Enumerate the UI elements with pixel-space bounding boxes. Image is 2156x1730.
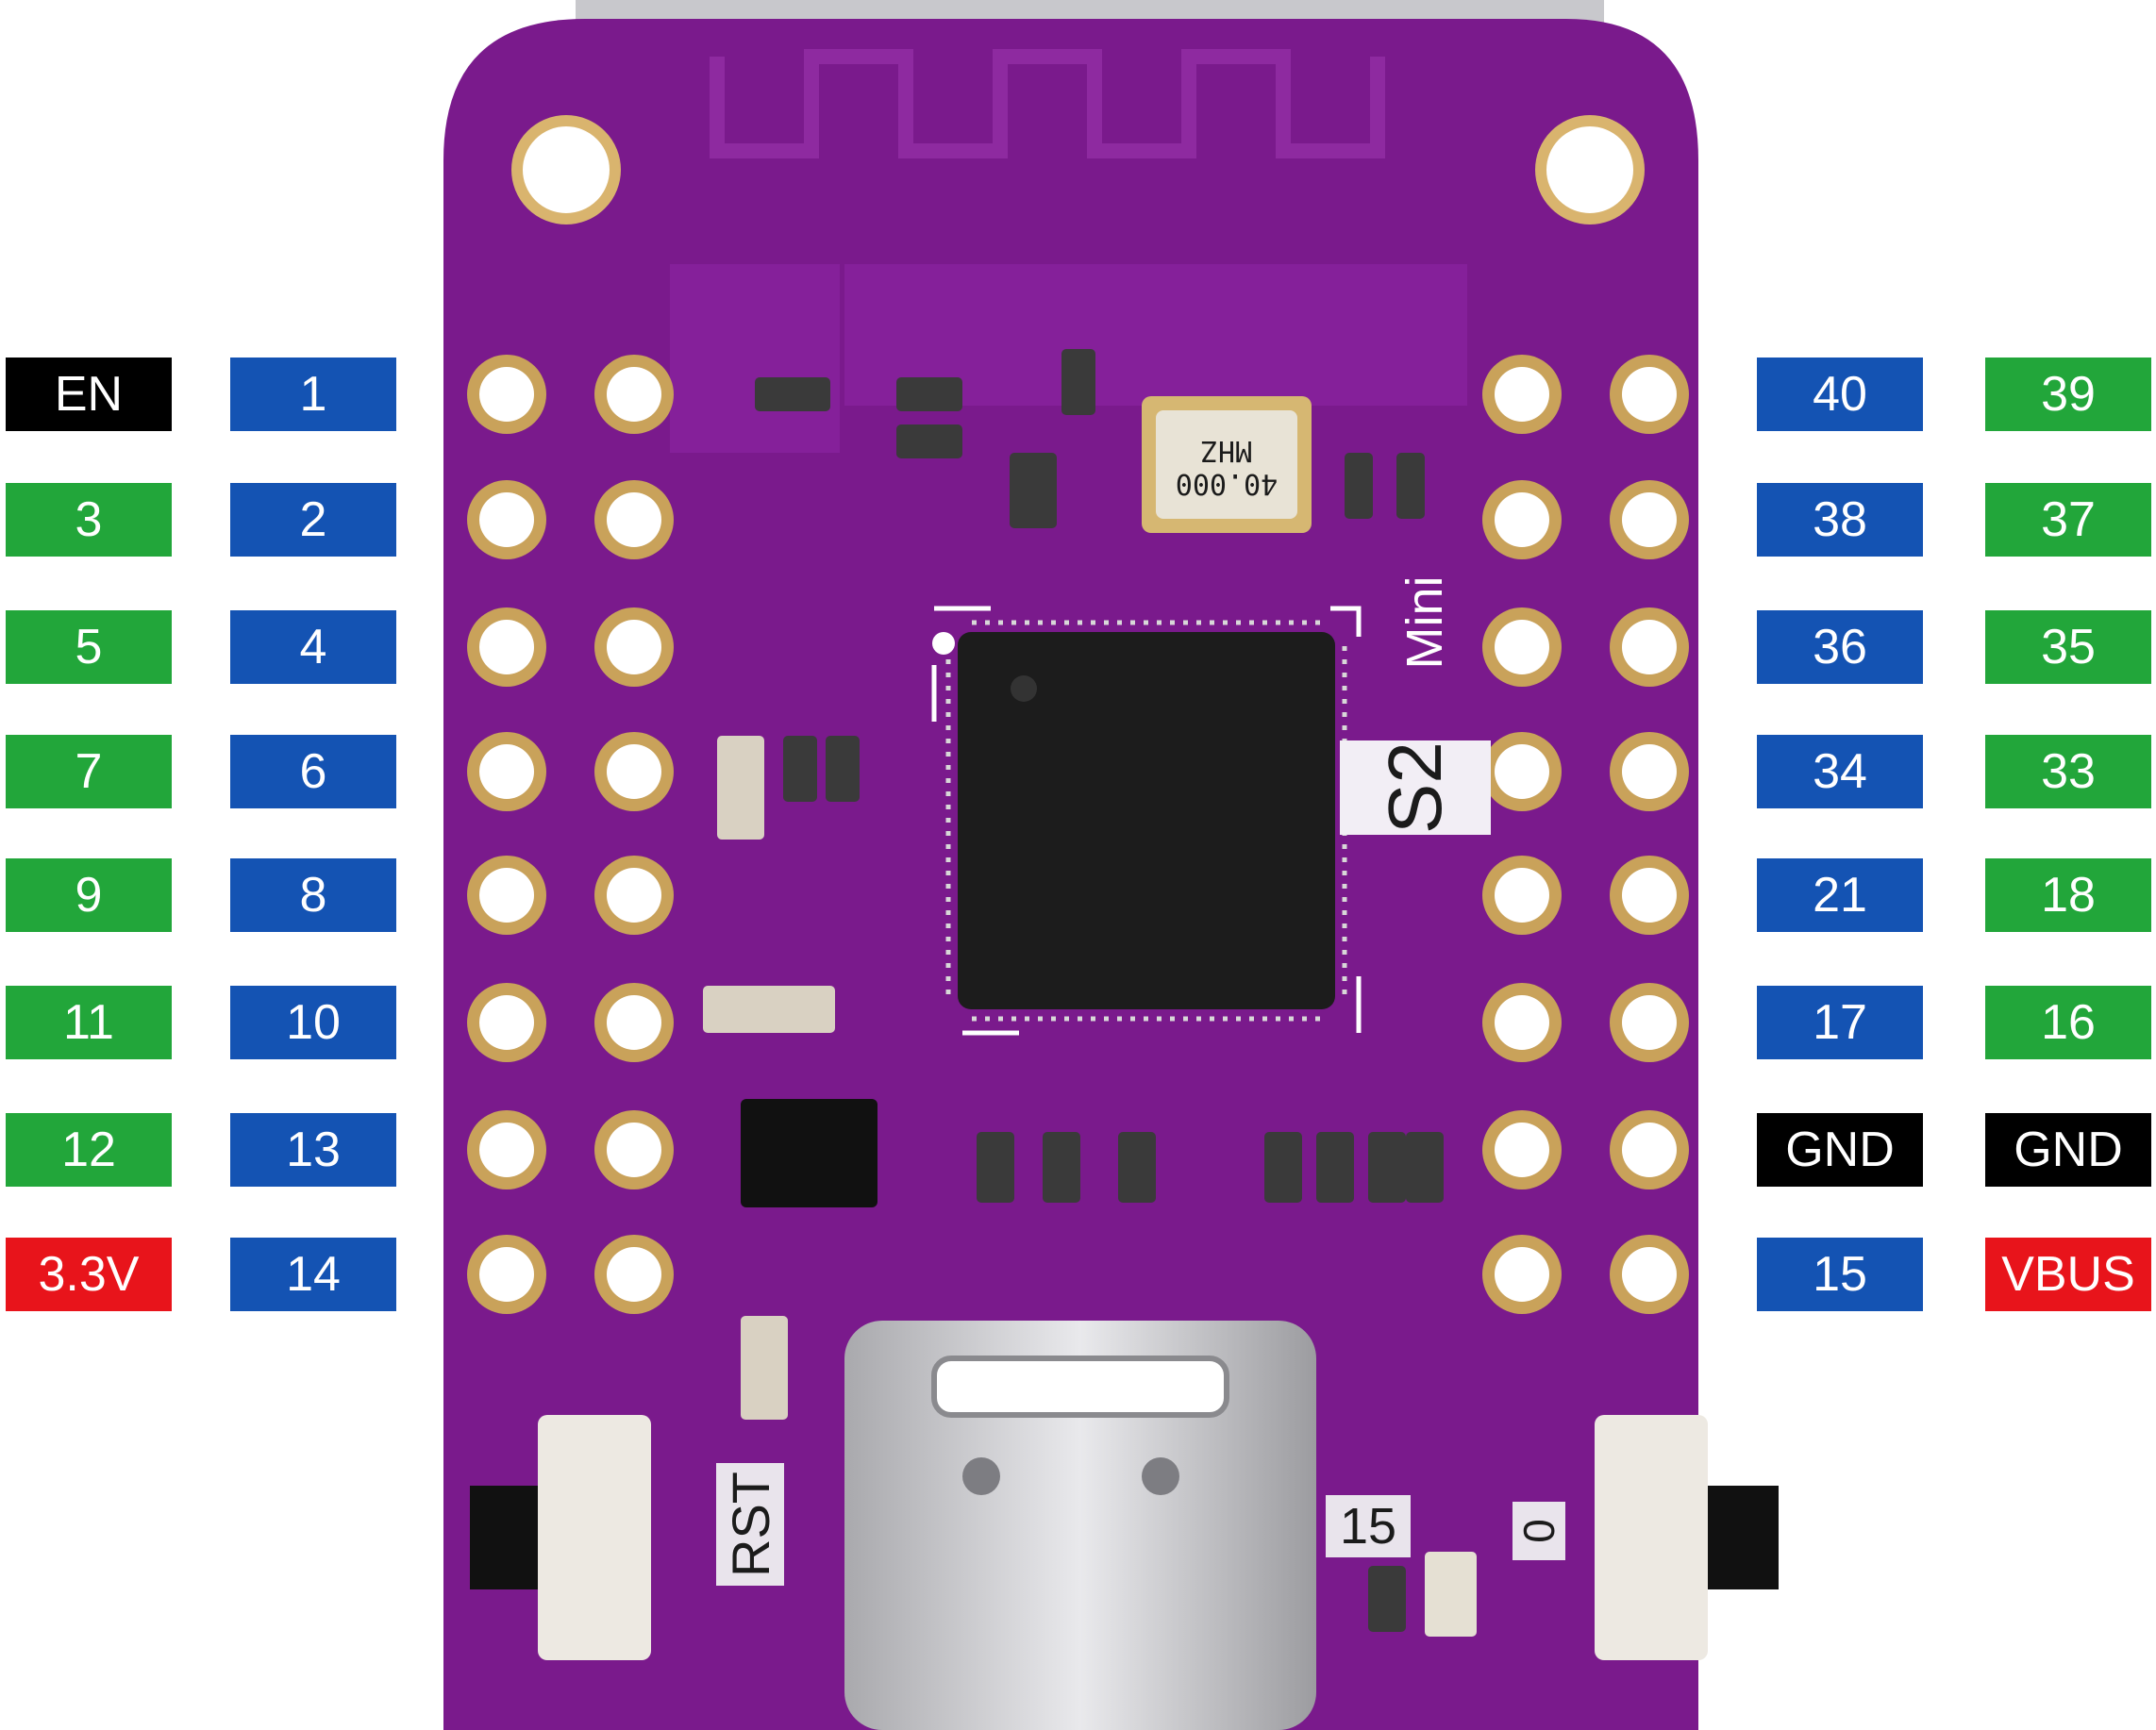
pin-label-left-outer-4: 9: [6, 858, 172, 932]
header-hole-7-3: [1622, 1247, 1677, 1302]
header-hole-1-1: [607, 492, 661, 547]
header-hole-6-2: [1495, 1123, 1549, 1177]
pin-label-left-inner-4: 8: [230, 858, 396, 932]
pin-label-left-outer-6: 12: [6, 1113, 172, 1187]
pin-label-right-inner-6: GND: [1757, 1113, 1923, 1187]
pin-label-left-outer-7: 3.3V: [6, 1238, 172, 1311]
pin-label-right-outer-2: 35: [1985, 610, 2151, 684]
header-hole-0-2: [1495, 367, 1549, 422]
watermark: 豆包AI生成: [1950, 1672, 2139, 1715]
header-hole-3-1: [607, 744, 661, 799]
variant-silkscreen: Mini: [1396, 571, 1453, 674]
header-hole-1-0: [479, 492, 534, 547]
pin-label-left-inner-0: 1: [230, 358, 396, 431]
led-silkscreen: 15: [1326, 1495, 1411, 1557]
header-hole-2-2: [1495, 620, 1549, 674]
model-text: S2: [1373, 741, 1457, 834]
rst-button-knob[interactable]: [470, 1486, 545, 1589]
usb-c-opening: [931, 1356, 1229, 1418]
pin-label-left-outer-2: 5: [6, 610, 172, 684]
pin-label-right-inner-4: 21: [1757, 858, 1923, 932]
boot-button-body[interactable]: [1595, 1415, 1708, 1660]
usb-c-port: [844, 1321, 1316, 1730]
header-hole-0-3: [1622, 367, 1677, 422]
pin-label-right-outer-4: 18: [1985, 858, 2151, 932]
header-hole-7-2: [1495, 1247, 1549, 1302]
led-text: 15: [1339, 1498, 1397, 1555]
esp32-s2-chip: [958, 632, 1335, 1009]
pin-label-left-inner-7: 14: [230, 1238, 396, 1311]
boot-text: 0: [1514, 1519, 1563, 1543]
header-hole-2-0: [479, 620, 534, 674]
header-hole-6-0: [479, 1123, 534, 1177]
pin-label-right-outer-3: 33: [1985, 735, 2151, 808]
pin-label-right-inner-1: 38: [1757, 483, 1923, 557]
pin-label-left-outer-1: 3: [6, 483, 172, 557]
variant-text: Mini: [1396, 575, 1453, 670]
pin-label-left-inner-3: 6: [230, 735, 396, 808]
header-hole-2-1: [607, 620, 661, 674]
pin-label-right-inner-2: 36: [1757, 610, 1923, 684]
header-hole-4-3: [1622, 868, 1677, 923]
header-hole-5-0: [479, 995, 534, 1050]
header-hole-5-3: [1622, 995, 1677, 1050]
header-hole-4-1: [607, 868, 661, 923]
header-hole-7-1: [607, 1247, 661, 1302]
header-hole-1-3: [1622, 492, 1677, 547]
pin-label-right-outer-0: 39: [1985, 358, 2151, 431]
header-pads: [467, 355, 1689, 1314]
pin-label-right-inner-3: 34: [1757, 735, 1923, 808]
pin-label-left-outer-5: 11: [6, 986, 172, 1059]
header-hole-3-0: [479, 744, 534, 799]
pin-label-left-inner-6: 13: [230, 1113, 396, 1187]
pin-label-right-outer-6: GND: [1985, 1113, 2151, 1187]
pin-label-left-outer-3: 7: [6, 735, 172, 808]
header-hole-5-2: [1495, 995, 1549, 1050]
pin-label-right-outer-7: VBUS: [1985, 1238, 2151, 1311]
header-hole-7-0: [479, 1247, 534, 1302]
crystal-freq: 40.000: [1175, 467, 1279, 500]
boot-button-knob[interactable]: [1703, 1486, 1779, 1589]
rst-silkscreen: RST: [716, 1463, 784, 1586]
header-hole-4-0: [479, 868, 534, 923]
usb-c-rivet-left: [962, 1457, 1000, 1495]
pin-label-left-inner-1: 2: [230, 483, 396, 557]
header-hole-3-3: [1622, 744, 1677, 799]
header-hole-6-3: [1622, 1123, 1677, 1177]
boot-silkscreen: 0: [1513, 1502, 1565, 1560]
pin-label-right-inner-7: 15: [1757, 1238, 1923, 1311]
header-hole-4-2: [1495, 868, 1549, 923]
header-hole-1-2: [1495, 492, 1549, 547]
crystal-top: [1156, 410, 1297, 519]
pin-label-right-outer-5: 16: [1985, 986, 2151, 1059]
pin-label-right-inner-0: 40: [1757, 358, 1923, 431]
pin-label-right-outer-1: 37: [1985, 483, 2151, 557]
mount-hole-right: [1535, 115, 1645, 225]
header-hole-6-1: [607, 1123, 661, 1177]
usb-c-rivet-right: [1142, 1457, 1179, 1495]
header-hole-0-0: [479, 367, 534, 422]
pin1-marker: [932, 632, 955, 655]
pin-label-right-inner-5: 17: [1757, 986, 1923, 1059]
antenna-trace: [710, 49, 1385, 158]
model-silkscreen: S2: [1340, 740, 1491, 835]
crystal-unit: MHZ: [1200, 434, 1253, 467]
crystal-marking: 40.000 MHZ: [1165, 424, 1288, 509]
header-hole-2-3: [1622, 620, 1677, 674]
pin-label-left-outer-0: EN: [6, 358, 172, 431]
rst-text: RST: [720, 1472, 780, 1577]
pin-label-left-inner-2: 4: [230, 610, 396, 684]
rst-button-body[interactable]: [538, 1415, 651, 1660]
header-hole-5-1: [607, 995, 661, 1050]
smd-components: [703, 349, 1477, 1637]
header-hole-0-1: [607, 367, 661, 422]
mount-hole-left: [511, 115, 621, 225]
header-hole-3-2: [1495, 744, 1549, 799]
chip-pin1-dot: [1011, 675, 1037, 702]
pin-label-left-inner-5: 10: [230, 986, 396, 1059]
